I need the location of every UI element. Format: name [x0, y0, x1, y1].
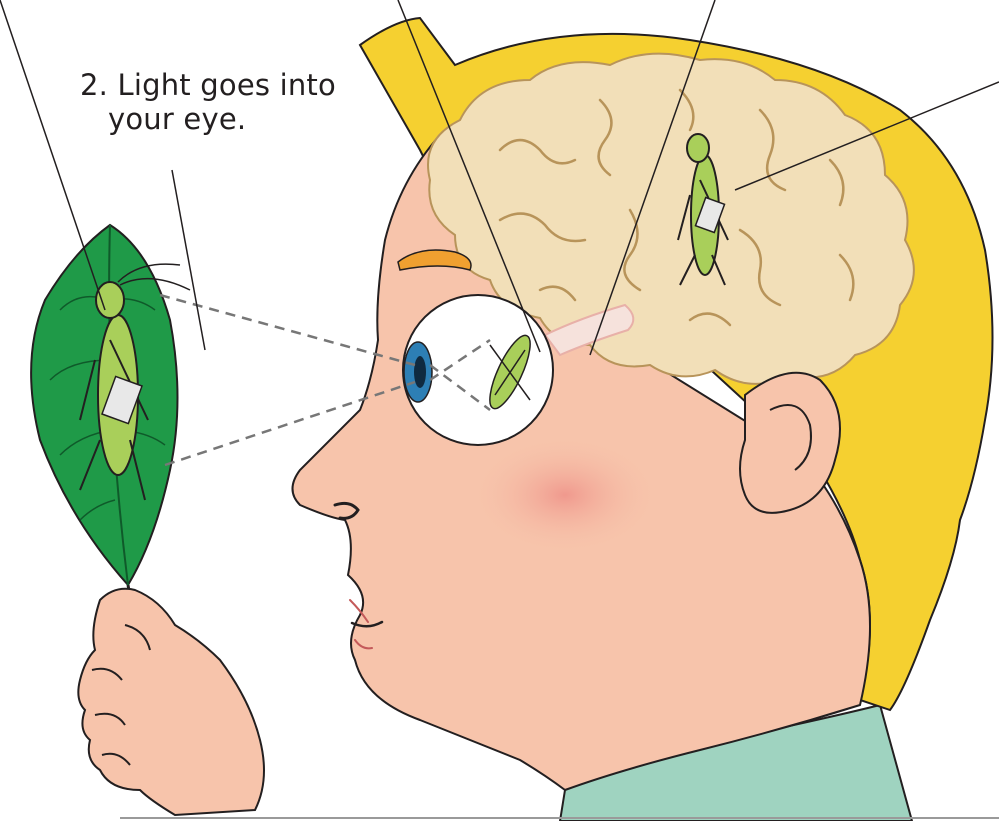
leader-light-into-eye [172, 170, 205, 350]
callout-line-1: 2. Light goes into [80, 68, 336, 102]
hand [78, 589, 264, 815]
leader-object [0, 0, 105, 310]
pupil [414, 356, 426, 388]
callout-line-2: your eye. [80, 102, 336, 136]
cheek-blush [470, 435, 660, 555]
callout-light-into-eye: 2. Light goes into your eye. [80, 68, 336, 136]
